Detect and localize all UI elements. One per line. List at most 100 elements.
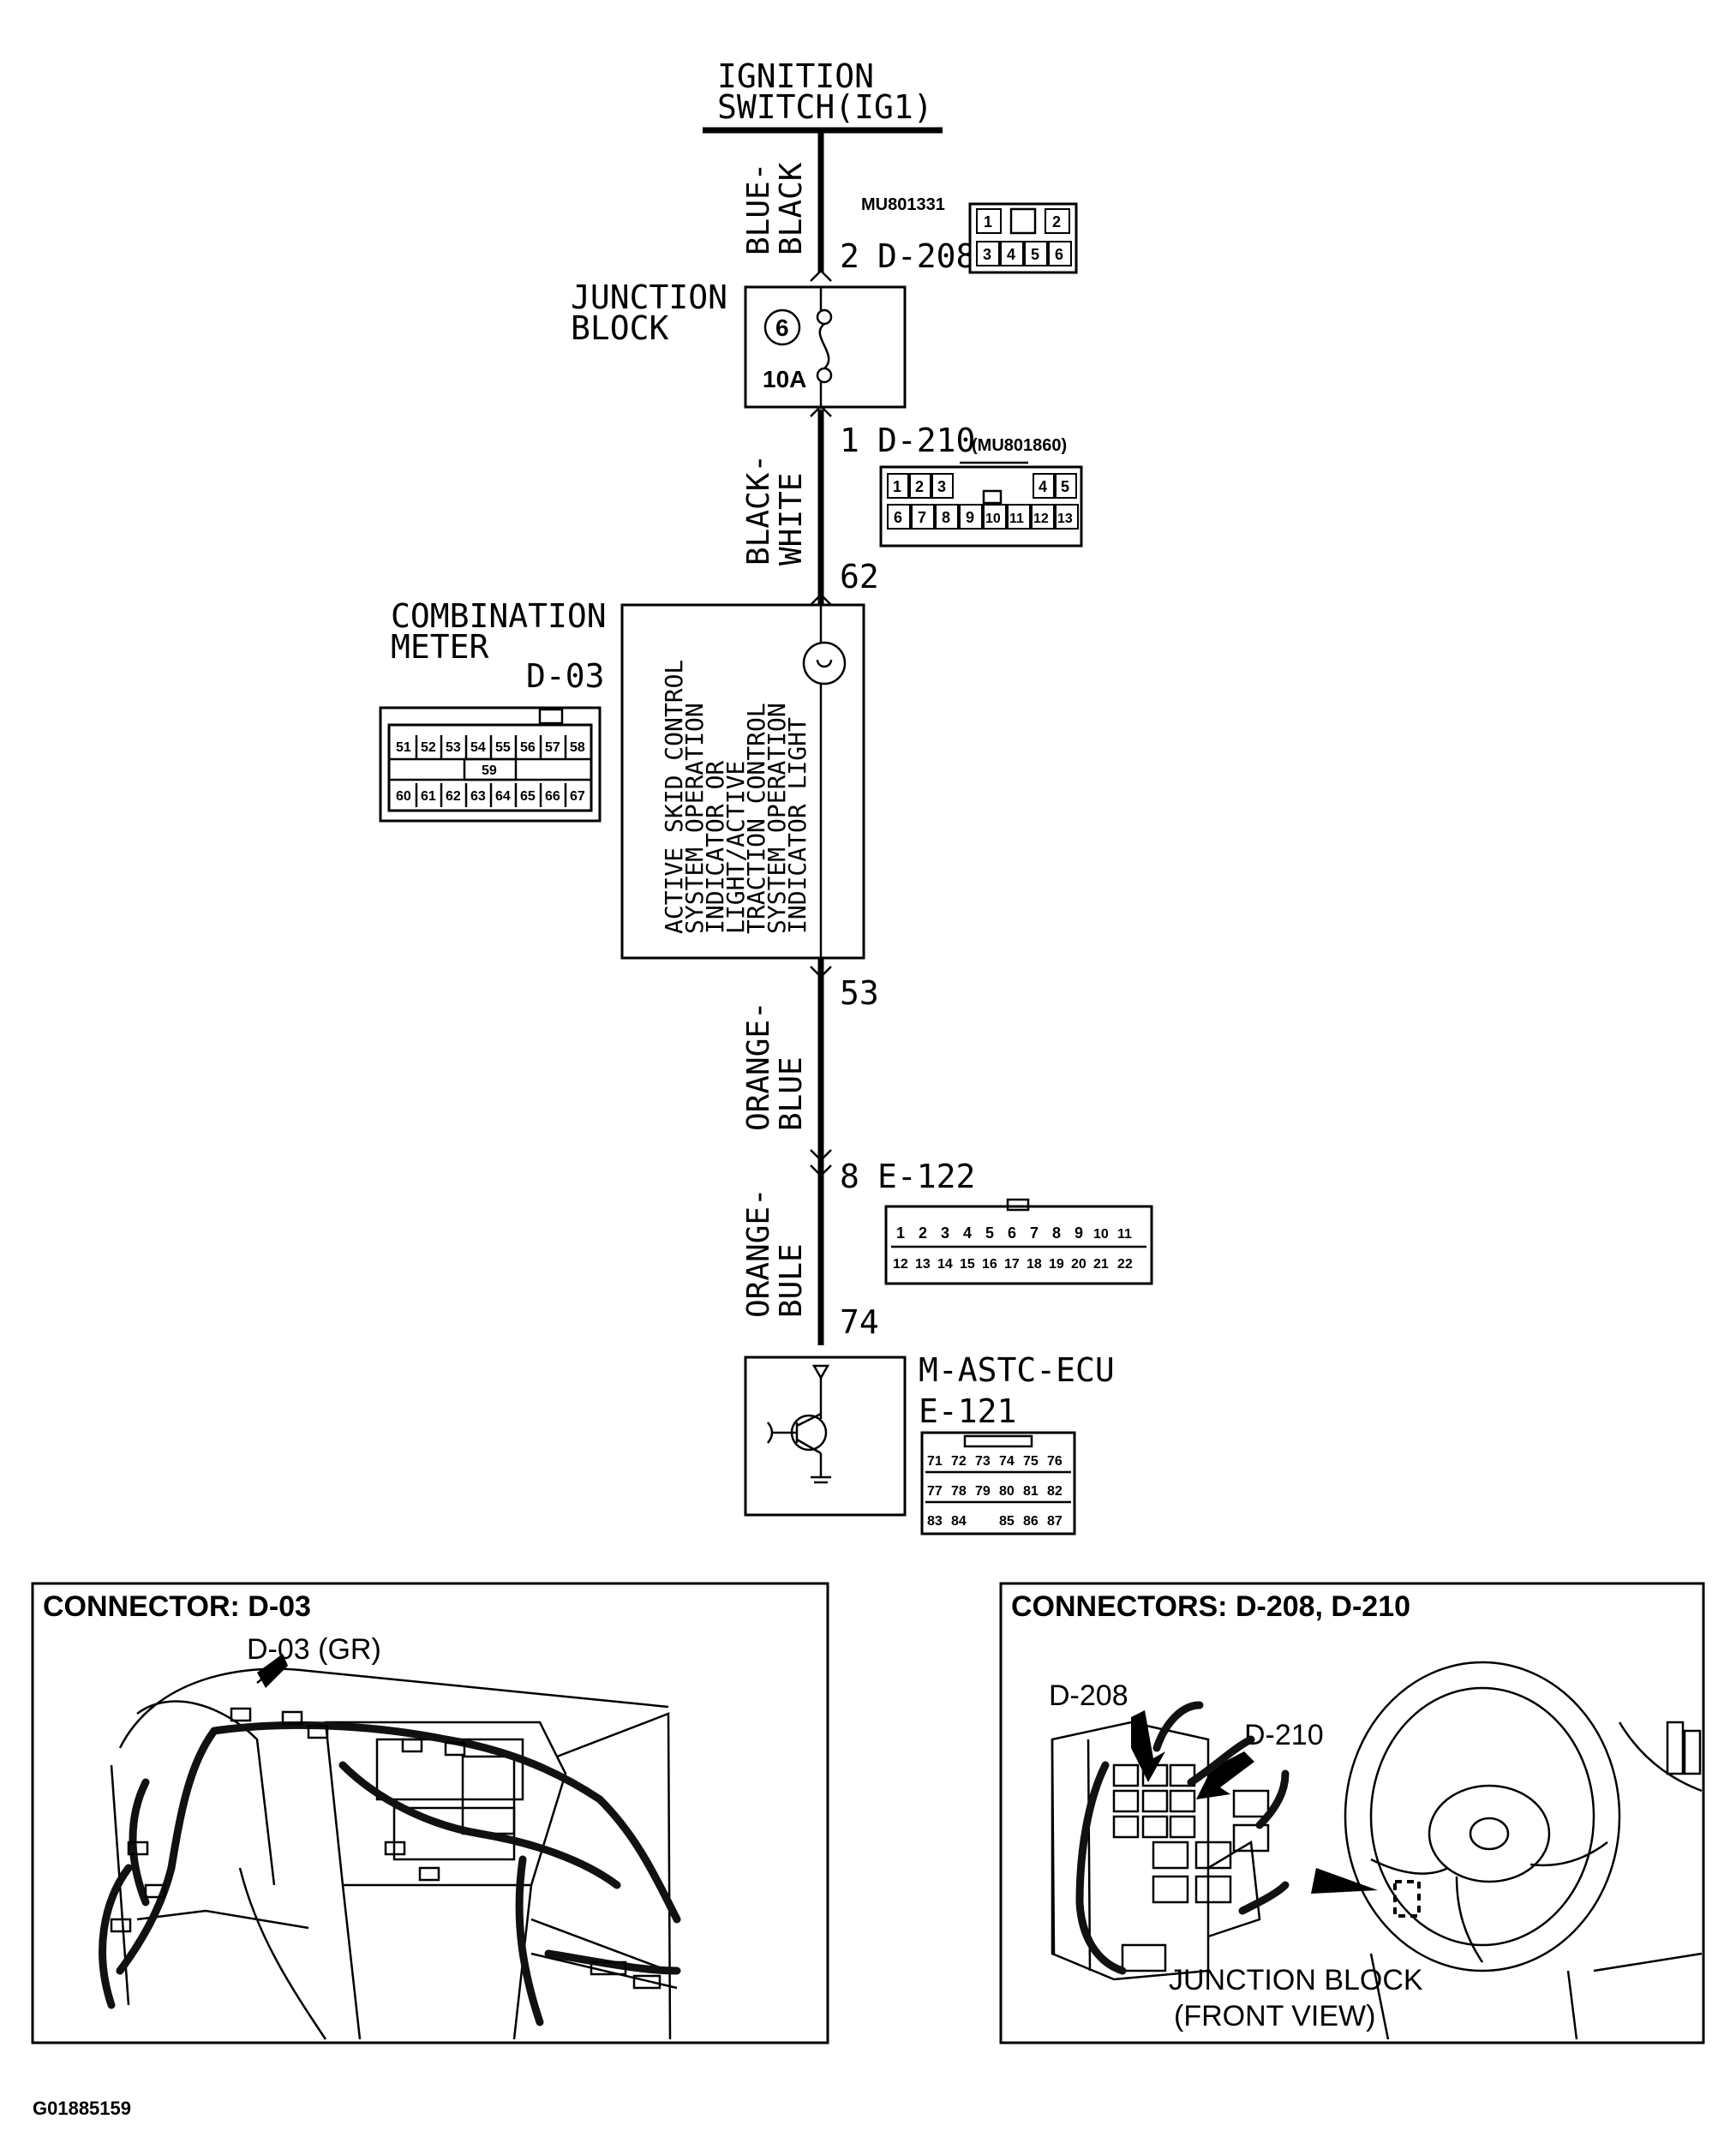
- svg-text:82: 82: [1047, 1484, 1063, 1499]
- ecu-connector-label: E-121: [919, 1392, 1016, 1430]
- ignition-switch-label-1: IGNITION: [717, 57, 874, 95]
- svg-text:76: 76: [1047, 1454, 1063, 1469]
- svg-text:61: 61: [421, 789, 436, 804]
- d210-pin-10: 10: [985, 512, 1001, 526]
- svg-text:73: 73: [975, 1454, 991, 1469]
- svg-text:53: 53: [446, 740, 461, 755]
- d210-label: D-210: [877, 422, 975, 459]
- light-label-5: TRACTION CONTROL: [742, 703, 770, 934]
- svg-text:3: 3: [941, 1224, 949, 1242]
- svg-text:75: 75: [1023, 1454, 1039, 1469]
- svg-text:58: 58: [570, 740, 585, 755]
- svg-text:13: 13: [915, 1257, 931, 1272]
- fuse-number: 6: [775, 314, 789, 341]
- e122-connector-face: 1 2 3 4 5 6 7 8 9 10 11 12 13 14 15 16 1…: [884, 1198, 1153, 1285]
- panel-left-title: CONNECTOR: D-03: [43, 1590, 311, 1623]
- d210-connector-face: 1 2 3 4 5 6 7 8 9 10 11 12 13: [879, 461, 1083, 548]
- panel-right-title: CONNECTORS: D-208, D-210: [1011, 1590, 1410, 1623]
- ignition-switch-label-2: SWITCH(IG1): [717, 88, 933, 126]
- svg-text:8: 8: [1052, 1224, 1061, 1242]
- svg-text:85: 85: [999, 1514, 1015, 1529]
- wire-color-1a: BLUE-: [741, 163, 776, 255]
- d210-pin-12: 12: [1033, 512, 1049, 526]
- panel-left-callout: D-03 (GR): [247, 1633, 381, 1666]
- svg-text:72: 72: [951, 1454, 967, 1469]
- indicator-lamp-icon: [802, 641, 847, 685]
- svg-text:15: 15: [960, 1257, 975, 1272]
- svg-text:66: 66: [545, 789, 560, 804]
- fuse-symbol: [816, 287, 833, 407]
- d208-pin-1: 1: [984, 213, 992, 230]
- svg-text:67: 67: [570, 789, 585, 804]
- light-label-2: SYSTEM OPERATION: [680, 703, 709, 934]
- combination-meter-label-2: METER: [391, 628, 489, 666]
- svg-text:77: 77: [927, 1484, 943, 1499]
- svg-text:64: 64: [495, 789, 511, 804]
- wire-color-1b: BLACK: [774, 162, 809, 255]
- junction-block-label-1: JUNCTION: [571, 278, 727, 316]
- d208-pin-2: 2: [1052, 213, 1061, 230]
- d208-part: MU801331: [861, 195, 945, 214]
- fuse-rating: 10A: [763, 366, 806, 392]
- svg-text:78: 78: [951, 1484, 967, 1499]
- svg-text:80: 80: [999, 1484, 1015, 1499]
- d208-pin-4: 4: [1007, 246, 1015, 263]
- wire-color-2a: BLACK-: [741, 454, 776, 566]
- fuse-number-circle: [763, 308, 801, 346]
- d210-pin-8: 8: [942, 509, 950, 526]
- svg-text:55: 55: [495, 740, 511, 755]
- meter-connector-label: D-03: [526, 657, 605, 695]
- d210-pin-13: 13: [1057, 512, 1073, 526]
- combination-meter-label-1: COMBINATION: [391, 597, 607, 635]
- d208-connector-face: 1 2 3 4 5 6: [968, 202, 1078, 274]
- panel-connector-d03: [31, 1582, 829, 2044]
- svg-text:87: 87: [1047, 1514, 1063, 1529]
- svg-text:83: 83: [927, 1514, 943, 1529]
- combination-meter-box: [620, 603, 865, 960]
- svg-text:22: 22: [1117, 1257, 1133, 1272]
- panel-right-callout-d208: D-208: [1049, 1679, 1128, 1712]
- wire-color-3a: ORANGE-: [741, 1001, 776, 1131]
- svg-text:74: 74: [999, 1454, 1015, 1469]
- svg-text:86: 86: [1023, 1514, 1039, 1529]
- svg-text:79: 79: [975, 1484, 991, 1499]
- svg-text:20: 20: [1071, 1257, 1086, 1272]
- junction-block-illustration: [1051, 1701, 1290, 1981]
- svg-text:52: 52: [421, 740, 436, 755]
- svg-text:5: 5: [985, 1224, 994, 1242]
- d210-pin-6: 6: [894, 509, 902, 526]
- d208-pin-6: 6: [1055, 246, 1063, 263]
- junction-block-label-2: BLOCK: [571, 309, 669, 347]
- panel-right-caption-1: JUNCTION BLOCK: [1169, 1964, 1423, 1996]
- svg-text:2: 2: [919, 1224, 927, 1242]
- svg-text:10: 10: [1093, 1227, 1109, 1242]
- wire-color-2b: WHITE: [774, 473, 809, 566]
- light-label-1: ACTIVE SKID CONTROL: [660, 660, 688, 934]
- meter-pin-in: 62: [840, 558, 879, 596]
- svg-text:17: 17: [1004, 1257, 1020, 1272]
- svg-text:7: 7: [1030, 1224, 1039, 1242]
- svg-text:19: 19: [1049, 1257, 1064, 1272]
- light-label-4: LIGHT/ACTIVE: [721, 761, 750, 934]
- d210-pin-5: 5: [1061, 478, 1069, 495]
- svg-text:63: 63: [470, 789, 486, 804]
- light-label-6: SYSTEM OPERATION: [763, 703, 791, 934]
- svg-text:65: 65: [520, 789, 536, 804]
- svg-text:62: 62: [446, 789, 461, 804]
- panel-right-callout-d210: D-210: [1244, 1719, 1324, 1751]
- d210-pin-1: 1: [893, 478, 901, 495]
- svg-text:16: 16: [982, 1257, 997, 1272]
- svg-text:4: 4: [963, 1224, 972, 1242]
- d210-pin: 1: [840, 422, 859, 459]
- svg-text:11: 11: [1117, 1227, 1132, 1242]
- d210-pin-3: 3: [937, 478, 946, 495]
- d210-pin-9: 9: [966, 509, 974, 526]
- e122-pin: 8: [840, 1158, 859, 1195]
- svg-text:84: 84: [951, 1514, 967, 1529]
- d210-pin-4: 4: [1039, 478, 1047, 495]
- svg-text:59: 59: [482, 763, 497, 778]
- wire-color-3b: BLUE: [774, 1057, 809, 1131]
- svg-text:56: 56: [520, 740, 536, 755]
- d210-pin-2: 2: [915, 478, 924, 495]
